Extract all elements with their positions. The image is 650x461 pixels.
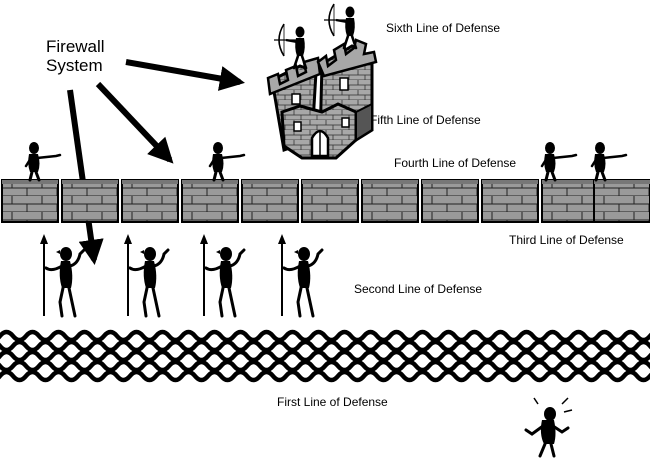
label-second-line: Second Line of Defense — [354, 282, 483, 296]
spearman-icon — [38, 232, 324, 318]
brick-wall-icon — [1, 179, 650, 223]
wave-row — [0, 349, 650, 363]
label-third-line: Third Line of Defense — [509, 233, 624, 247]
label-sixth-line: Sixth Line of Defense — [386, 21, 501, 35]
label-fifth-line: Fifth Line of Defense — [370, 113, 481, 127]
firewall-system-title: Firewall System — [46, 37, 105, 75]
arrow-icon — [67, 59, 245, 265]
label-first-line: First Line of Defense — [277, 395, 388, 409]
moat-waves-icon — [0, 329, 650, 383]
wave-row — [0, 369, 650, 383]
title-line-1: Firewall — [46, 37, 105, 56]
wave-row — [0, 339, 650, 353]
wave-row — [0, 359, 650, 373]
wave-row — [0, 329, 650, 343]
intruder-icon — [524, 397, 573, 458]
title-line-2: System — [46, 56, 103, 75]
castle-icon — [266, 38, 378, 160]
label-fourth-line: Fourth Line of Defense — [394, 156, 517, 170]
